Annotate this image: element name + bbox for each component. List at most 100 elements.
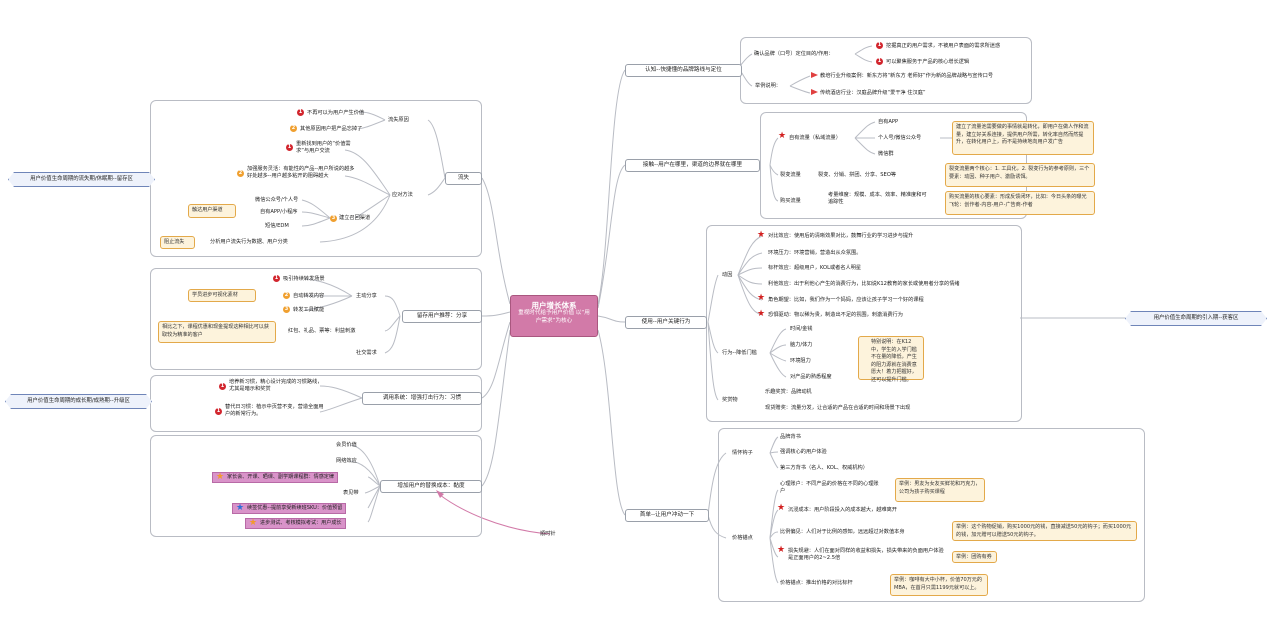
note-proportion-bias: 举例：这个购物促销，购买1000元的钱，直接减送50元的钩子；而买1000元的钱… — [952, 521, 1137, 541]
node-paid-metrics[interactable]: 考量维度：规模、成本、效率、精准度和可追踪性 — [828, 192, 927, 205]
note-paid-traffic: 购买流量的核心要素：形成反馈闭环，比如：今日头条的曝光飞轮：创作者-内容-用户-… — [945, 191, 1095, 215]
node-rewards[interactable]: 奖赏物 — [722, 397, 738, 403]
node-recall-wechat[interactable]: 微信公众号/个人号 — [255, 197, 299, 203]
node-new-habit[interactable]: 培养新习惯，精心设计完成的习惯路线，尤其是暗示和奖赏 — [229, 379, 323, 392]
node-service-flexibility[interactable]: 加强服务灵活：有能性的产品--用户所说的越多好处越多--用户越多粘开的阻碍越大 — [247, 166, 355, 179]
stage-label-growth[interactable]: 用户价值生命周期的成长期/成熟期--升级区 — [5, 394, 152, 409]
node-emotion-law: 家长会、开课、晒课、副学期课程群：情感定律 — [227, 474, 334, 480]
node-benchmark-effect[interactable]: 标杆效应：超级用户，KOL或者名人明星 — [768, 265, 862, 271]
branch-habit[interactable]: 调用系统：增强打击行为：习惯 — [362, 392, 482, 405]
node-time-money[interactable]: 时间/金钱 — [790, 326, 813, 332]
node-churn-analysis[interactable]: 分析用户流失行为数据、用户分类 — [210, 239, 288, 245]
node-environment-pressure[interactable]: 环境压力：环境营销，营造出从众氛围。 — [768, 250, 862, 256]
node-paid-traffic[interactable]: 购买流量 — [780, 198, 801, 204]
node-brand-endorsement[interactable]: 品牌背书 — [780, 434, 801, 440]
branch-referral[interactable]: 留存用户推荐：分享 — [402, 310, 482, 323]
node-price-benchmark[interactable]: 价格锚点：推出价格的对比标杆 — [780, 580, 853, 586]
branch-switching-cost[interactable]: 增加用户的替换成本：黏度 — [380, 480, 482, 493]
node-reconnect-value[interactable]: 重新找到用户的“价值需求”与用户交流 — [296, 141, 351, 154]
node-own-app[interactable]: 自有APP — [878, 119, 899, 125]
flag-icon — [811, 89, 818, 95]
node-familiarity[interactable]: 对产品的熟悉程度 — [790, 374, 832, 380]
node-value-reserve: 续签优惠--提前享受新续班SKU：价值预留 — [247, 505, 343, 511]
star-icon: ★ — [777, 503, 786, 513]
node-brand-purpose-a[interactable]: 挖掘真正的用户需求，不被用户表面的需求所迷惑 — [886, 43, 1001, 49]
node-contrast-effect[interactable]: 对比效应：使用后的清晰效果对比，鼓舞行业的学习进步与提升 — [768, 233, 914, 239]
node-sunk-cost[interactable]: 沉浸成本：用户阶段投入的成本越大，越难离开 — [788, 507, 897, 513]
node-proportion-bias[interactable]: 比例偏见：人们对于比例的感知，远远超过对数值本身 — [780, 529, 905, 535]
node-viral-methods[interactable]: 裂变、分销、拼团、分享、SEO等 — [818, 172, 897, 178]
node-mental-physical[interactable]: 脑力/体力 — [790, 342, 813, 348]
node-fear-driven[interactable]: 恐惧驱动：物以稀为贵，制造出不足的氛围，刺激消费行为 — [768, 312, 903, 318]
node-recall-app[interactable]: 自有APP/小程序 — [260, 209, 298, 215]
stage-label-retention[interactable]: 用户价值生命周期的流失期/休眠期--留存区 — [8, 172, 155, 187]
priority-1-icon: 1 — [876, 58, 883, 65]
note-private-traffic: 建立了流量池需要做的事情就是转化，即用户在做人作和流量，建立好关系连接，提供用户… — [952, 121, 1094, 155]
node-recall-sms[interactable]: 短信/EDM — [265, 223, 289, 229]
branch-usage[interactable]: 使用--用户关键行为 — [625, 316, 707, 329]
node-share-tools[interactable]: 转发工具赋能 — [293, 307, 325, 313]
node-core-experience[interactable]: 强调核心的用户体验 — [780, 449, 827, 455]
note-emotion-law: ★ 家长会、开课、晒课、副学期课程群：情感定律 — [212, 472, 338, 483]
node-coping-methods[interactable]: 应对方法 — [392, 192, 413, 198]
branch-awareness[interactable]: 认知--快捷懂的品牌路线与定位 — [625, 64, 742, 77]
node-active-share[interactable]: 主动分享 — [356, 293, 377, 299]
priority-1-icon: 1 — [215, 408, 222, 415]
node-fun-reward[interactable]: 乐趣奖赏：品牌动机 — [765, 389, 812, 395]
priority-1-icon: 1 — [297, 109, 304, 116]
node-recall-channels[interactable]: 建立召回渠道 — [339, 215, 371, 221]
star-icon: ★ — [778, 131, 787, 141]
node-example-a[interactable]: 教培行业升级案例：新东方将“新东方 老师好”作为新的品牌战略与宣传口号 — [820, 73, 994, 79]
node-role-expectation[interactable]: 角色期望：比如，我们作为一个妈妈，应该让孩子学习一个好的课程 — [768, 297, 924, 303]
star-icon: ★ — [757, 293, 766, 303]
note-mental-account: 举例：男友为女友买鲜花和巧克力，公司为孩子购买课程 — [895, 478, 985, 502]
node-viral-traffic[interactable]: 裂变流量 — [780, 172, 801, 178]
node-share-content[interactable]: 自动转发内容 — [293, 293, 325, 299]
note-value-reserve: ★ 续签优惠--提前享受新续班SKU：价值预留 — [232, 503, 347, 514]
note-progress-material: 学员进步可视化素材 — [188, 289, 256, 302]
node-private-traffic[interactable]: 自有流量（私域流量） — [789, 135, 841, 141]
stage-label-acquisition[interactable]: 用户价值生命周期的引入期--获客区 — [1125, 311, 1267, 326]
node-network-effect[interactable]: 网络效应 — [336, 458, 357, 464]
node-motivation[interactable]: 动因 — [722, 272, 733, 278]
node-visible-bond[interactable]: 表见带 — [343, 490, 359, 496]
note-price-benchmark: 举例：咖啡有大中小杯，价值70万元的MBA，在首月只需1199元就可以上。 — [890, 574, 988, 596]
node-forgot-product[interactable]: 其他原因用户把产品忘掉了 — [300, 126, 363, 132]
node-share-scene[interactable]: 吸引持续转发场景 — [283, 276, 325, 282]
branch-churn[interactable]: 流失 — [445, 172, 482, 185]
priority-3-icon: 3 — [283, 306, 290, 313]
central-topic-title: 用户增长体系 — [531, 301, 577, 310]
central-topic-subtitle: 重视时代给予用户价值 以“用户需求”为核心 — [518, 310, 590, 324]
node-environment-resistance[interactable]: 环境阻力 — [790, 358, 811, 364]
node-incentives[interactable]: 红包、礼品、票等：利益刺激 — [288, 328, 356, 334]
node-no-value[interactable]: 不再可以为用户产生价值 — [307, 110, 365, 116]
priority-1-icon: 1 — [876, 42, 883, 49]
node-sentiment-hook[interactable]: 情怀钩子 — [732, 450, 753, 456]
node-altruism-effect[interactable]: 利他效应：出于利他心产生的消费行为，比如说K12教育的家长或使用者分享的情绪 — [768, 281, 960, 287]
branch-contact[interactable]: 接触--用户在哪里，渠道的边界就在哪里 — [625, 159, 760, 172]
branch-first-order[interactable]: 首单--让用户冲动一下 — [625, 509, 709, 522]
node-instant-reward[interactable]: 现货赠奖：流量分发，让合适的产品在合适的时间和场景下出现 — [765, 405, 911, 411]
node-member-value[interactable]: 会员价值 — [336, 442, 357, 448]
node-churn-reasons[interactable]: 流失原因 — [388, 117, 409, 123]
priority-1-icon: 1 — [286, 144, 293, 151]
note-viral-traffic: 裂变流量两个核心：1. 工具化，2. 裂变行为的参考原则，三个要素：动因、种子用… — [945, 163, 1095, 187]
node-mental-account[interactable]: 心理账户：不同产品的价格在不同的心理账户 — [780, 481, 879, 494]
node-lower-threshold[interactable]: 行为--降低门槛 — [722, 350, 757, 356]
node-price-anchor[interactable]: 价格锚点 — [732, 535, 753, 541]
node-wechat-group[interactable]: 微信群 — [878, 151, 894, 157]
priority-2-icon: 2 — [283, 292, 290, 299]
star-icon: ★ — [757, 230, 766, 240]
note-special-notes: 特别说明：在K12中，学生的入学门槛不在量的降低，产生的阻力源就在消费意愿大！着… — [858, 336, 924, 383]
node-brand-purpose-b[interactable]: 可以聚焦服务于产品的核心增长逻辑 — [886, 59, 970, 65]
central-topic[interactable]: 用户增长体系 重视时代给予用户价值 以“用户需求”为核心 — [510, 295, 598, 337]
node-social-needs[interactable]: 社交需求 — [356, 350, 377, 356]
node-examples[interactable]: 举例说明： — [755, 83, 781, 89]
node-wechat-account[interactable]: 个人号/微信公众号 — [878, 135, 922, 141]
node-brand-purpose[interactable]: 确认品牌（口号）定位目的/作用： — [754, 51, 834, 57]
node-third-party[interactable]: 第三方背书（名人、KOL、权威机构） — [780, 465, 868, 471]
node-loss-aversion[interactable]: 损失规避：人们在面对同样的收益和损失，损失带来的负面用户体验是正面用户的2~2.… — [788, 548, 944, 561]
note-loss-aversion: 举例：团购有券 — [952, 551, 997, 563]
node-replace-habit[interactable]: 替代日习惯：植示中页营不变，营造全面用户的新常行为。 — [225, 404, 324, 417]
node-example-b[interactable]: 传统酒店行业：汉庭品牌升级“爱干净 住汉庭” — [820, 90, 926, 96]
